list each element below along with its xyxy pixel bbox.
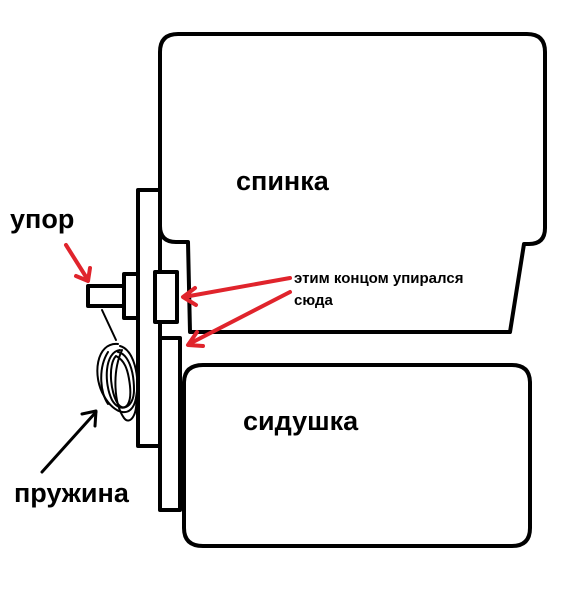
stop-label: упор	[10, 204, 74, 234]
note-label-line2: сюда	[294, 292, 333, 309]
seat-shape	[182, 363, 532, 548]
seat-label: сидушка	[243, 406, 359, 436]
backrest-bracket	[153, 270, 179, 324]
stop-arrow	[64, 243, 92, 283]
spring-label: пружина	[14, 478, 130, 508]
seat-bracket	[158, 336, 182, 512]
backrest-shape	[158, 32, 547, 334]
backrest-label: спинка	[236, 166, 330, 196]
note-arrow-upper	[181, 276, 292, 307]
spring-coil	[96, 309, 139, 422]
note-label-line1: этим концом упирался	[294, 270, 463, 287]
stop-pin-collar	[122, 272, 140, 320]
note-arrow-lower	[186, 290, 292, 348]
spring-arrow	[40, 409, 98, 474]
stop-pin-head	[86, 284, 126, 308]
